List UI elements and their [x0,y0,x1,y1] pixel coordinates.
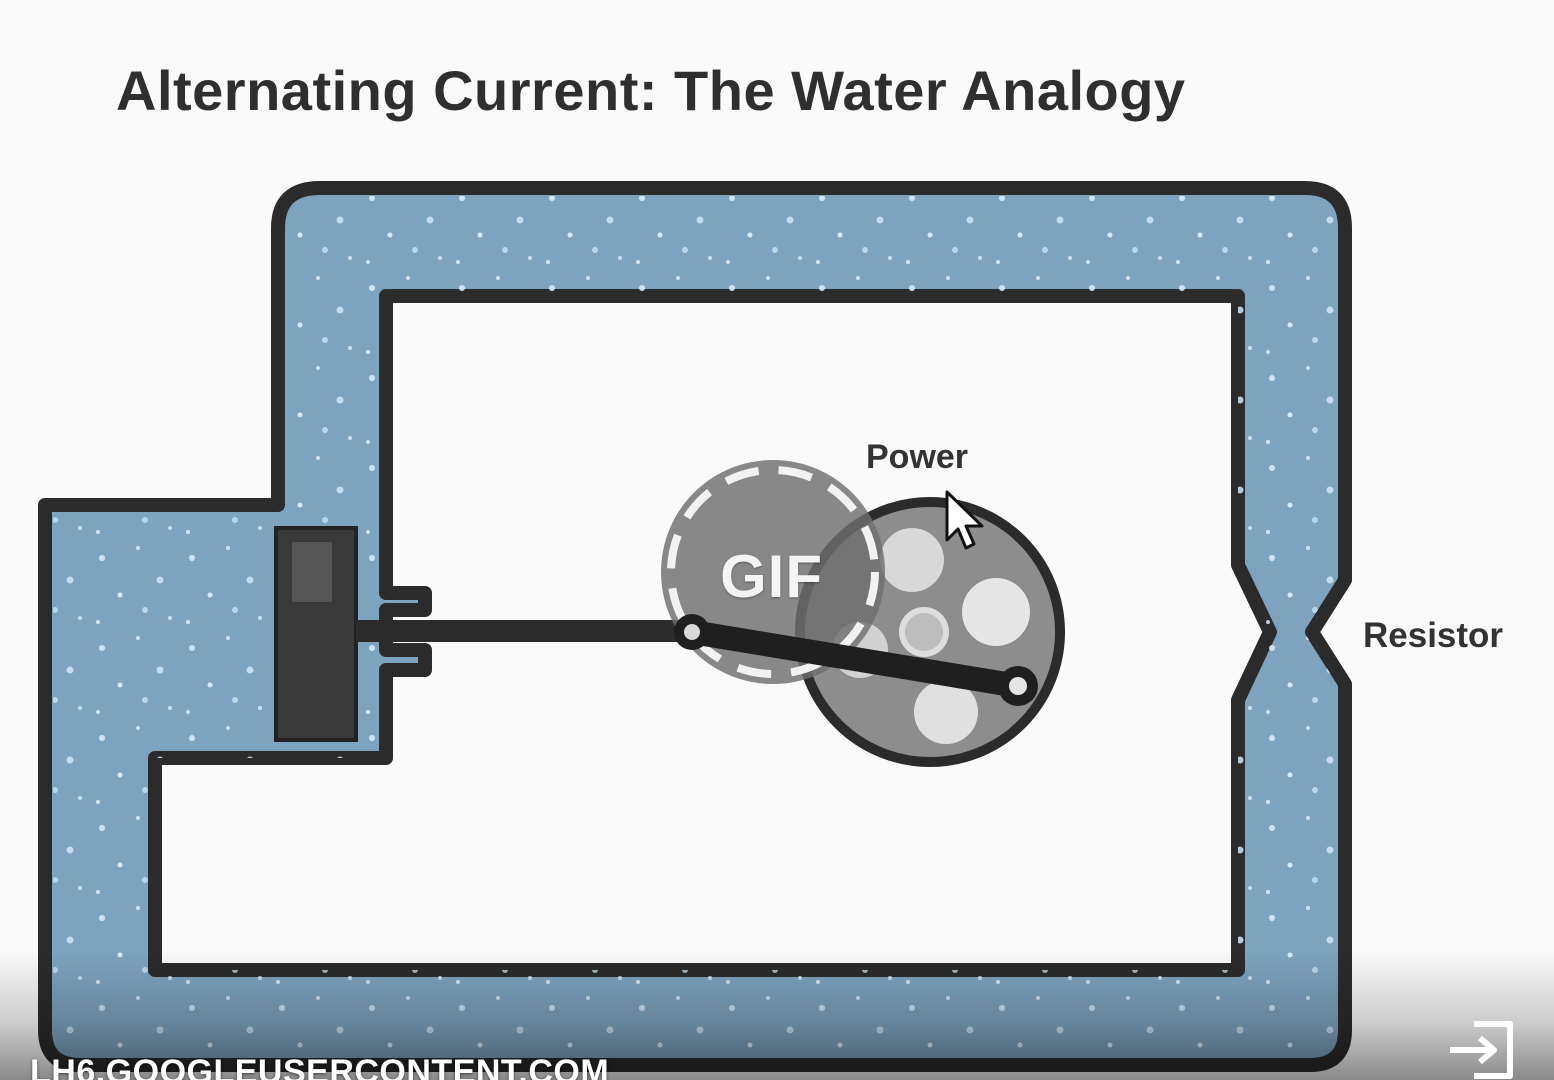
connecting-rod [680,620,1030,698]
source-domain-link[interactable]: LH6.GOOGLEUSERCONTENT.COM [30,1053,610,1080]
gif-caption-bar [0,950,1554,1080]
power-label: Power [866,438,969,476]
gif-badge: GIF [720,543,823,610]
slide-title: Alternating Current: The Water Analogy [116,59,1186,122]
mouse-pointer-icon [945,490,984,550]
resistor-label: Resistor [1363,616,1504,655]
piston-texture [292,542,332,602]
piston-rod [356,620,696,642]
water-bubbles [53,196,1337,1057]
open-in-new-icon[interactable] [1446,1018,1518,1080]
